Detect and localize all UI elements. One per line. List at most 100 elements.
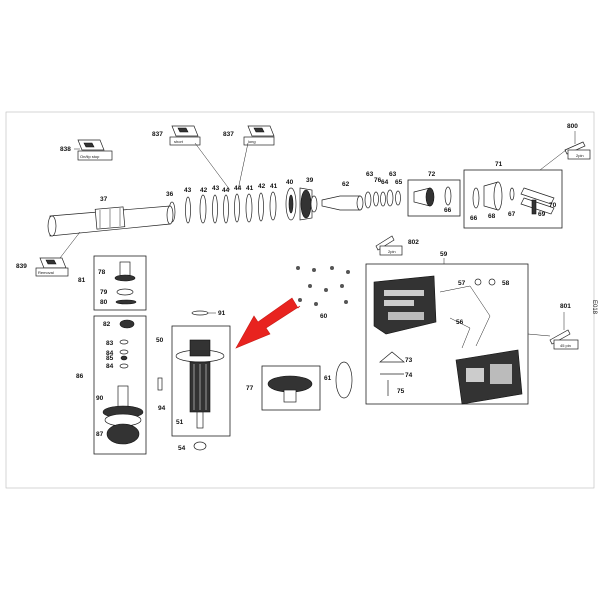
box-86 — [93, 315, 147, 455]
part-label-82: 82 — [103, 321, 111, 328]
part-label-66-a: 66 — [444, 207, 452, 214]
part-50-armature[interactable] — [175, 339, 225, 429]
part-label-65: 65 — [395, 179, 403, 186]
part-label-50: 50 — [156, 337, 164, 344]
part-label-62: 62 — [342, 181, 350, 188]
part-label-87: 87 — [96, 431, 104, 438]
part-label-800: 800 — [567, 123, 578, 130]
part-label-78: 78 — [98, 269, 106, 276]
part-label-57: 57 — [458, 280, 466, 287]
part-label-41-a: 41 — [246, 185, 254, 192]
part-label-90: 90 — [96, 395, 104, 402]
part-label-68: 68 — [488, 213, 496, 220]
part-label-54: 54 — [178, 445, 186, 452]
part-61-ring[interactable] — [335, 361, 353, 399]
part-77-gear[interactable] — [267, 375, 313, 403]
part-label-67: 67 — [508, 211, 516, 218]
part-label-837-a: 837 — [152, 131, 163, 138]
part-label-77: 77 — [246, 385, 254, 392]
part-label-42-a: 42 — [200, 187, 208, 194]
part-94-pin[interactable] — [157, 377, 163, 391]
part-label-83: 83 — [106, 340, 114, 347]
part-837-long-tag[interactable]: long — [243, 125, 275, 146]
part-label-79: 79 — [100, 289, 108, 296]
box-50 — [171, 325, 231, 437]
part-62-shaft[interactable] — [321, 195, 364, 211]
part-72-sleeve[interactable] — [413, 186, 452, 207]
part-label-36: 36 — [166, 191, 174, 198]
part-40-gear[interactable] — [285, 187, 297, 221]
part-label-61: 61 — [324, 375, 332, 382]
part-39-gear[interactable] — [299, 187, 318, 221]
part-label-81: 81 — [78, 277, 86, 284]
part-label-64: 64 — [381, 179, 389, 186]
part-label-802: 802 — [408, 239, 419, 246]
part-87-gear-shaft[interactable] — [102, 385, 144, 445]
part-label-69: 69 — [538, 211, 546, 218]
part-label-59: 59 — [440, 251, 448, 258]
part-label-39: 39 — [306, 177, 314, 184]
box-77 — [261, 365, 321, 411]
part-label-43-b: 43 — [212, 185, 220, 192]
part-800-tool[interactable]: 2pin — [564, 141, 591, 160]
part-label-44-a: 44 — [222, 187, 230, 194]
removal-label: Removal — [38, 270, 54, 275]
part-837-short-tag[interactable]: short — [169, 125, 201, 146]
part-label-72: 72 — [428, 171, 436, 178]
part-label-60: 60 — [320, 313, 328, 320]
part-82-bearing[interactable] — [119, 319, 135, 329]
part-label-84-a: 84 — [106, 350, 114, 357]
long-label: long — [248, 139, 256, 144]
part-label-76: 76 — [374, 177, 382, 184]
part-label-71: 71 — [495, 161, 503, 168]
part-label-838: 838 — [60, 146, 71, 153]
diagram-frame — [5, 111, 595, 489]
part-73-bracket[interactable] — [379, 351, 405, 363]
part-label-37: 37 — [100, 196, 108, 203]
two-pin-label-a: 2pin — [576, 153, 584, 158]
part-802-tool[interactable]: 2pin — [375, 235, 403, 256]
short-label: short — [174, 139, 184, 144]
part-label-84-b: 84 — [106, 363, 114, 370]
part-59-housing-bottom[interactable] — [455, 349, 523, 405]
red-pointer-arrow — [235, 297, 301, 349]
part-838-tag[interactable]: On/tip stop — [77, 139, 113, 161]
ring-stack — [168, 191, 277, 224]
on-tip-stop-label: On/tip stop — [80, 154, 100, 159]
box-71 — [463, 169, 563, 229]
part-label-70: 70 — [549, 202, 557, 209]
part-label-801: 801 — [560, 303, 571, 310]
part-label-80: 80 — [100, 299, 108, 306]
two-pin-label-b: 2pin — [388, 249, 396, 254]
part-label-42-b: 42 — [258, 183, 266, 190]
part-37-cylinder[interactable] — [47, 205, 174, 237]
part-label-58: 58 — [502, 280, 510, 287]
box-72 — [407, 179, 461, 217]
edge-code: E018 — [591, 300, 597, 315]
part-label-74: 74 — [405, 372, 413, 379]
part-label-73: 73 — [405, 357, 413, 364]
part-60-screws[interactable] — [296, 266, 350, 306]
part-label-837-b: 837 — [223, 131, 234, 138]
part-label-56: 56 — [456, 319, 464, 326]
part-label-839: 839 — [16, 263, 27, 270]
part-label-86: 86 — [76, 373, 84, 380]
part-label-66-b: 66 — [470, 215, 478, 222]
part-59-housing-top[interactable] — [373, 275, 437, 335]
part-71-assembly[interactable] — [472, 181, 555, 215]
part-label-41-b: 41 — [270, 183, 278, 190]
part-839-tag[interactable]: Removal — [35, 257, 69, 277]
wire-45-label: 45 pin — [560, 343, 571, 348]
box-81 — [93, 255, 147, 311]
part-78-pinion[interactable] — [114, 261, 136, 282]
part-label-44-b: 44 — [234, 185, 242, 192]
part-label-85: 85 — [106, 355, 114, 362]
small-rings-63-65 — [364, 189, 401, 209]
part-label-63-b: 63 — [389, 171, 397, 178]
part-label-40: 40 — [286, 179, 294, 186]
part-label-75: 75 — [397, 388, 405, 395]
part-801-tool[interactable]: 45 pin — [549, 329, 579, 350]
part-label-94: 94 — [158, 405, 166, 412]
part-label-43-a: 43 — [184, 187, 192, 194]
